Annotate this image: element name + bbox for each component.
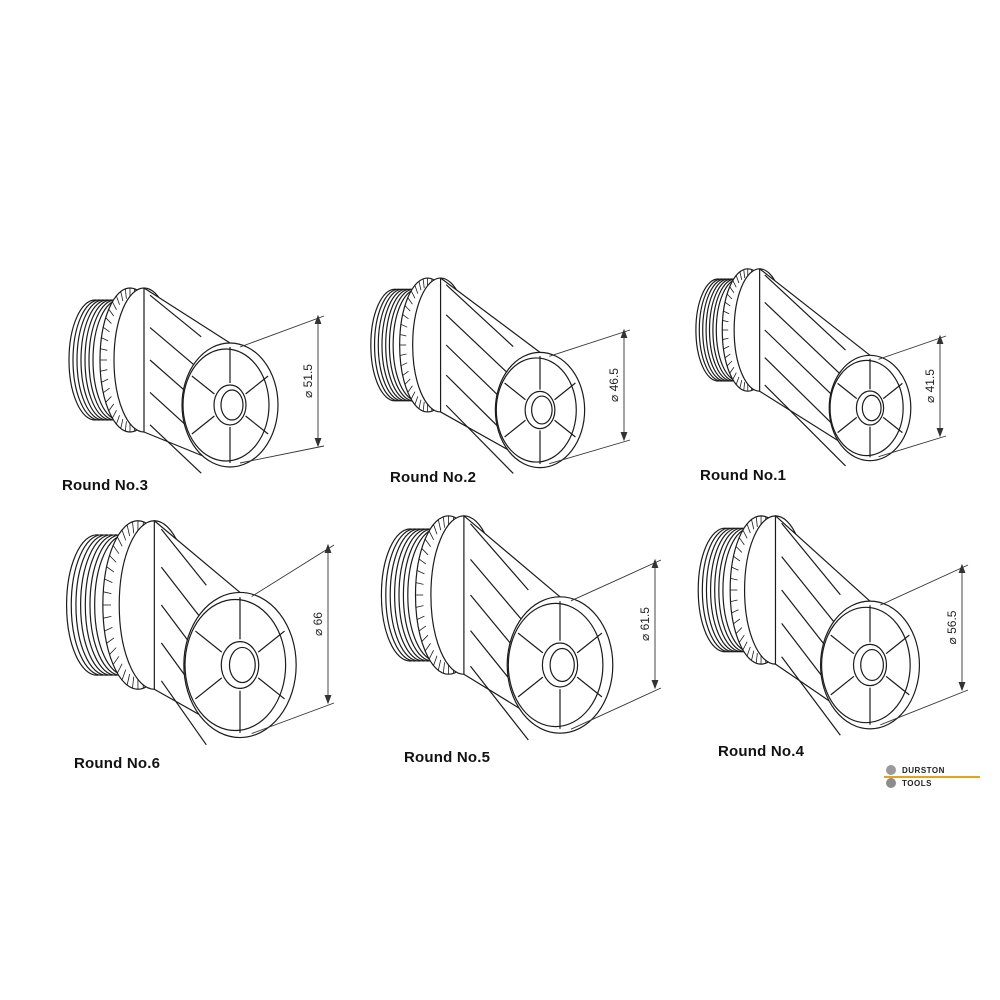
caption-round-no-4: Round No.4 <box>718 743 805 760</box>
logo-text-line2: TOOLS <box>902 779 932 788</box>
dimension-label: ⌀ 46.5 <box>607 368 621 402</box>
dimension-line <box>239 314 325 464</box>
collet-drawing <box>370 277 586 474</box>
dimension-line <box>880 563 969 726</box>
dimension-line <box>251 543 335 734</box>
collet-drawing <box>697 515 921 736</box>
logo-text-line1: DURSTON <box>902 766 945 775</box>
dimension-line <box>570 558 662 730</box>
logo-dot-top <box>886 765 896 775</box>
dimension-label: ⌀ 66 <box>311 612 325 636</box>
collet-drawing <box>695 268 912 467</box>
logo-dot-bottom <box>886 778 896 788</box>
dimension-line <box>878 334 947 458</box>
dimension-label: ⌀ 41.5 <box>923 369 937 403</box>
caption-round-no-2: Round No.2 <box>390 469 477 486</box>
caption-round-no-1: Round No.1 <box>700 467 787 484</box>
dimension-line <box>549 328 631 465</box>
collet-drawing <box>65 520 297 746</box>
caption-round-no-5: Round No.5 <box>404 749 491 766</box>
dimension-label: ⌀ 51.5 <box>301 364 315 398</box>
caption-round-no-3: Round No.3 <box>62 477 149 494</box>
dimension-label: ⌀ 56.5 <box>945 610 959 644</box>
logo-accent-bar <box>884 776 980 778</box>
caption-round-no-6: Round No.6 <box>74 755 161 772</box>
collet-drawing <box>380 515 614 741</box>
dimension-label: ⌀ 61.5 <box>638 607 652 641</box>
collet-drawing <box>68 287 279 474</box>
durston-tools-logo: DURSTON TOOLS <box>884 765 984 791</box>
